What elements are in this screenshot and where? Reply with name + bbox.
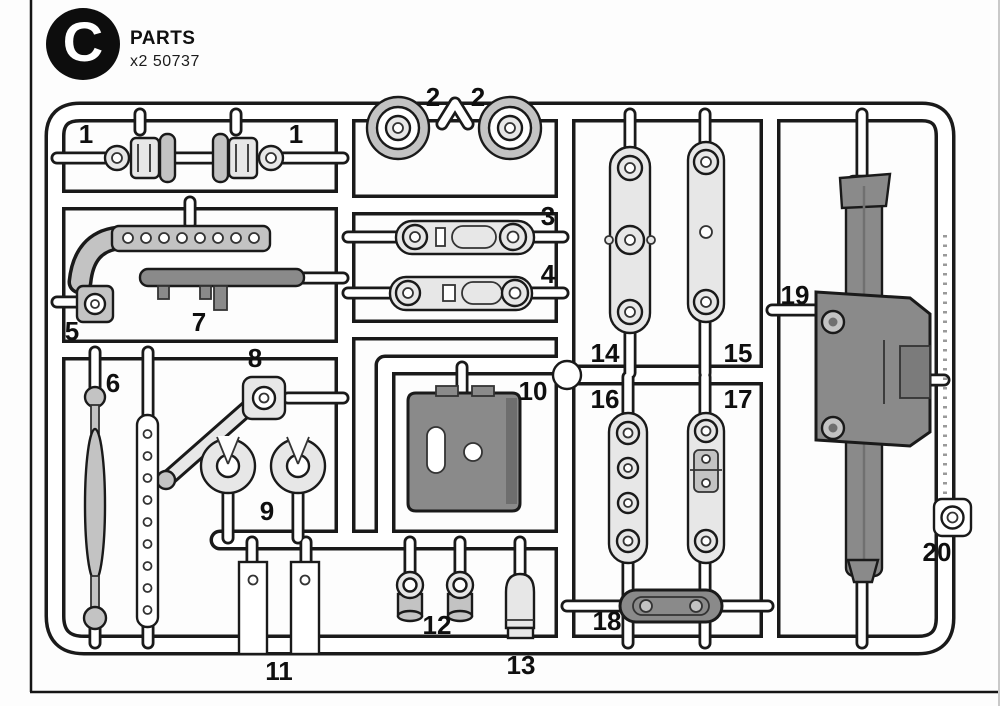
part-14-link [604, 145, 656, 335]
parts-quantity-code: x2 50737 [130, 53, 200, 70]
part-3-link [394, 219, 536, 256]
part-label-7: 7 [192, 307, 206, 337]
sprue-runners [55, 112, 945, 645]
part-13-boot [504, 572, 536, 640]
part-5-arm [67, 224, 272, 324]
sheet-header: C PARTS x2 50737 [46, 8, 200, 80]
part-label-10: 10 [519, 376, 548, 406]
part-label-9: 9 [260, 496, 274, 526]
wheel-right [477, 95, 543, 161]
part-18-plate [618, 588, 724, 624]
sprue [55, 95, 973, 656]
part-label-11: 11 [265, 656, 293, 686]
hole-strip [135, 413, 160, 629]
parts-group-letter: C [62, 10, 104, 73]
part-16-link [607, 411, 649, 565]
part-8-arm [155, 375, 287, 491]
c-clip-left [199, 436, 257, 495]
part-1-pair [103, 132, 285, 184]
part-2-wheels [365, 95, 543, 161]
part-11-plates [237, 560, 321, 656]
part-label-8: 8 [248, 343, 262, 373]
part-4-link [388, 275, 534, 312]
parts-group-badge: C [46, 8, 120, 80]
c-clip-right [269, 436, 327, 495]
wheel-left [365, 95, 431, 161]
cap-left [395, 570, 425, 623]
part-label-1a: 1 [79, 119, 93, 149]
part-20-mount [932, 497, 973, 538]
part-12-caps [395, 570, 475, 623]
part-17-link [686, 411, 726, 565]
part-9-cclips [199, 436, 327, 495]
part-label-13: 13 [507, 650, 536, 680]
part-label-3: 3 [541, 201, 555, 231]
part-6-linkage [82, 385, 108, 631]
part-label-6: 6 [106, 368, 120, 398]
part-10-mount [406, 385, 522, 513]
header-text: PARTS x2 50737 [130, 8, 200, 71]
part-7-brace [138, 267, 306, 311]
part-label-12: 12 [423, 610, 452, 640]
part-labels: 1 1 2 2 3 4 5 6 7 8 9 10 11 12 13 14 15 … [65, 82, 952, 686]
part-label-14: 14 [591, 338, 620, 368]
part-label-17: 17 [724, 384, 753, 414]
part-label-20: 20 [923, 537, 952, 567]
part-label-5: 5 [65, 316, 79, 346]
part-label-15: 15 [724, 338, 753, 368]
part-19-chassis-brace [814, 172, 932, 584]
part-label-16: 16 [591, 384, 620, 414]
part-label-19: 19 [781, 280, 810, 310]
part-label-18: 18 [593, 606, 622, 636]
part-label-4: 4 [541, 259, 556, 289]
part-15-link [686, 140, 726, 324]
runner-node [551, 359, 583, 391]
part-label-2b: 2 [471, 82, 485, 112]
part-label-1b: 1 [289, 119, 303, 149]
cap-right [445, 570, 475, 623]
parts-title: PARTS [130, 28, 196, 49]
part-label-2a: 2 [426, 82, 440, 112]
